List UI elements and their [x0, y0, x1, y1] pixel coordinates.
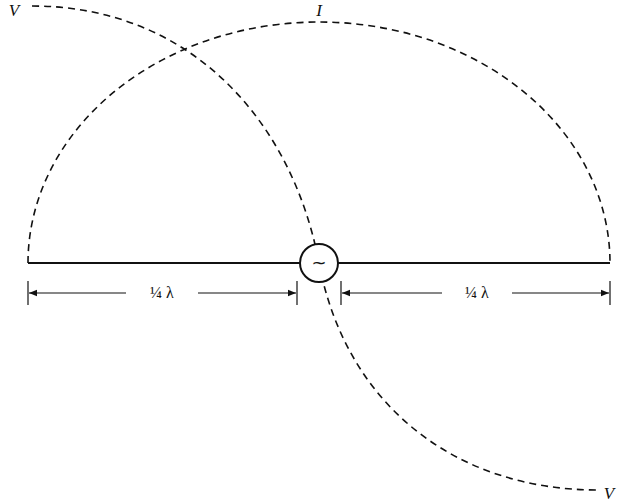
voltage-label: V: [9, 2, 19, 19]
voltage-label: V: [604, 485, 614, 502]
dimension-label: ¼ λ: [462, 285, 492, 301]
current-label: I: [316, 2, 322, 19]
voltage-curve: [32, 6, 598, 490]
source-circle: ~: [299, 243, 339, 283]
antenna-wire: [338, 262, 610, 264]
current-curve: [28, 22, 610, 263]
antenna-wire: [28, 262, 300, 264]
dimension-arrows: [29, 292, 609, 293]
dimension-label: ¼ λ: [147, 285, 177, 301]
dimension-ticks: [28, 281, 610, 305]
source-symbol: ~: [311, 254, 326, 272]
